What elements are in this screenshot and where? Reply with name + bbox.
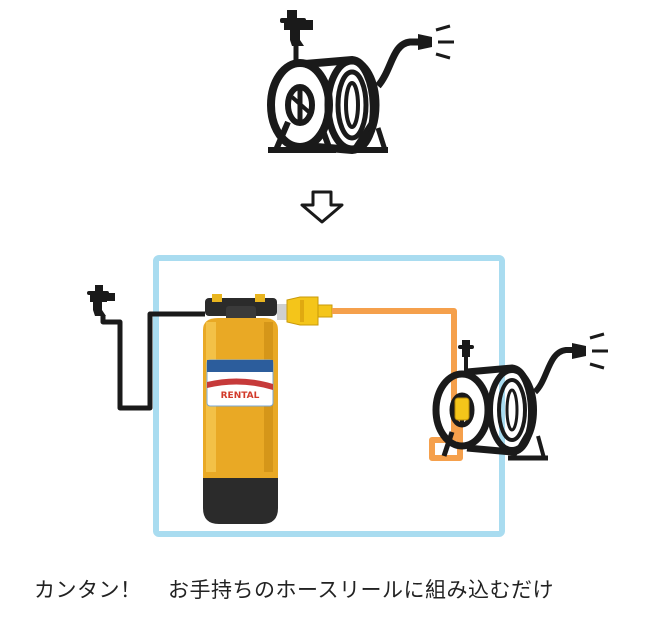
caption-left: カンタン！ xyxy=(34,578,142,602)
left-faucet-icon xyxy=(87,285,115,316)
top-nozzle-icon xyxy=(418,24,454,60)
caption-right: お手持ちのホースリールに組み込むだけ xyxy=(168,578,554,602)
top-faucet-icon xyxy=(280,10,313,46)
filter-tank: RENTAL xyxy=(203,294,278,524)
supply-hose xyxy=(100,311,205,411)
down-arrow-icon xyxy=(300,190,344,224)
bottom-hose-reel-icon xyxy=(432,347,574,461)
top-hose-reel-icon xyxy=(267,38,420,155)
hose-connector xyxy=(277,296,333,326)
output-hose xyxy=(332,308,463,461)
bottom-reel-adapter xyxy=(454,397,470,421)
faucet-valve-icon xyxy=(458,340,474,357)
filter-label-brand: RENTAL xyxy=(221,391,260,401)
bottom-nozzle-icon xyxy=(572,332,608,370)
caption: カンタン！ お手持ちのホースリールに組み込むだけ xyxy=(0,566,647,606)
